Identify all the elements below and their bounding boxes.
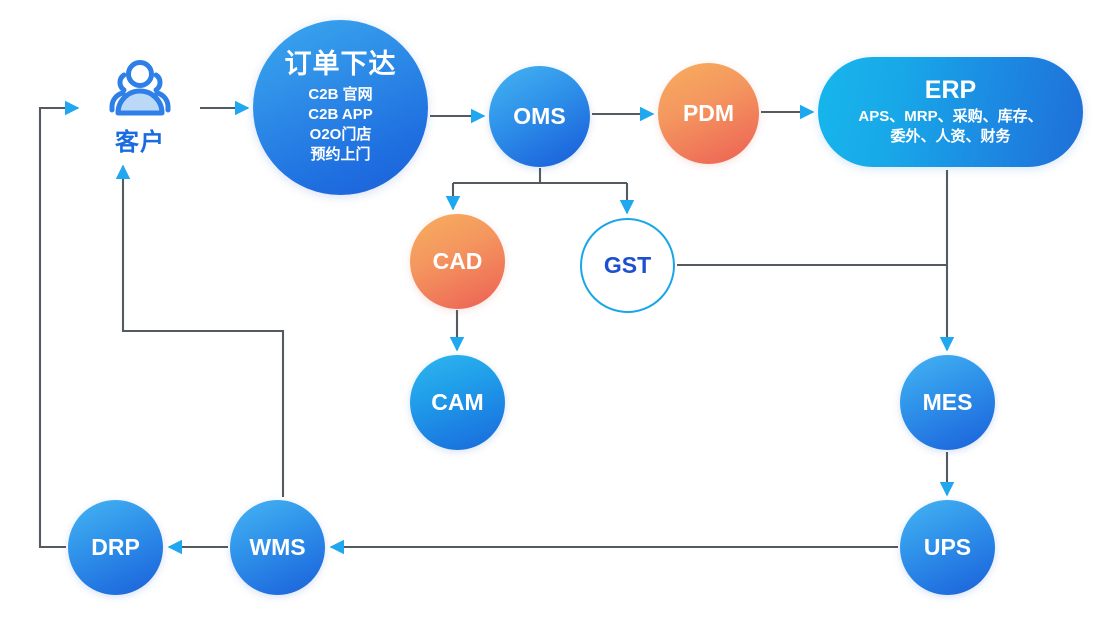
- erp-subline: APS、MRP、采购、库存、: [858, 107, 1043, 125]
- erp-sublines: APS、MRP、采购、库存、 委外、人资、财务: [858, 107, 1042, 148]
- oms-label: OMS: [513, 103, 566, 129]
- order-subline: O2O门店: [309, 125, 372, 143]
- node-pdm[interactable]: PDM: [658, 63, 759, 164]
- customer-label: 客户: [115, 129, 165, 156]
- ups-label: UPS: [923, 534, 972, 560]
- node-order[interactable]: 订单下达 C2B 官网 C2B APP O2O门店 预约上门: [253, 20, 428, 195]
- cad-label: CAD: [432, 248, 483, 274]
- order-subline: C2B APP: [308, 105, 373, 123]
- gst-label: GST: [603, 252, 652, 278]
- edge-wms-to-customer: [115, 164, 285, 497]
- pdm-label: PDM: [682, 100, 735, 126]
- erp-subline: 委外、人资、财务: [890, 127, 1011, 145]
- node-drp[interactable]: DRP: [68, 500, 163, 595]
- order-subline: C2B 官网: [308, 85, 373, 103]
- order-sublines: C2B 官网 C2B APP O2O门店 预约上门: [308, 85, 372, 165]
- order-title: 订单下达: [284, 49, 397, 80]
- node-erp[interactable]: ERP APS、MRP、采购、库存、 委外、人资、财务: [818, 57, 1083, 167]
- drp-label: DRP: [91, 534, 140, 560]
- erp-title: ERP: [924, 76, 977, 104]
- node-cam[interactable]: CAM: [410, 355, 505, 450]
- node-cad[interactable]: CAD: [410, 214, 505, 309]
- edge-drp-to-customer: [38, 100, 80, 549]
- people-group-icon: [104, 57, 176, 124]
- mes-label: MES: [922, 389, 973, 415]
- wms-label: WMS: [249, 534, 306, 560]
- node-customer[interactable]: 客户: [82, 52, 198, 162]
- order-subline: 预约上门: [310, 145, 371, 163]
- node-oms[interactable]: OMS: [489, 66, 590, 167]
- node-mes[interactable]: MES: [900, 355, 995, 450]
- cam-label: CAM: [431, 389, 484, 415]
- node-gst[interactable]: GST: [580, 218, 675, 313]
- node-wms[interactable]: WMS: [230, 500, 325, 595]
- node-ups[interactable]: UPS: [900, 500, 995, 595]
